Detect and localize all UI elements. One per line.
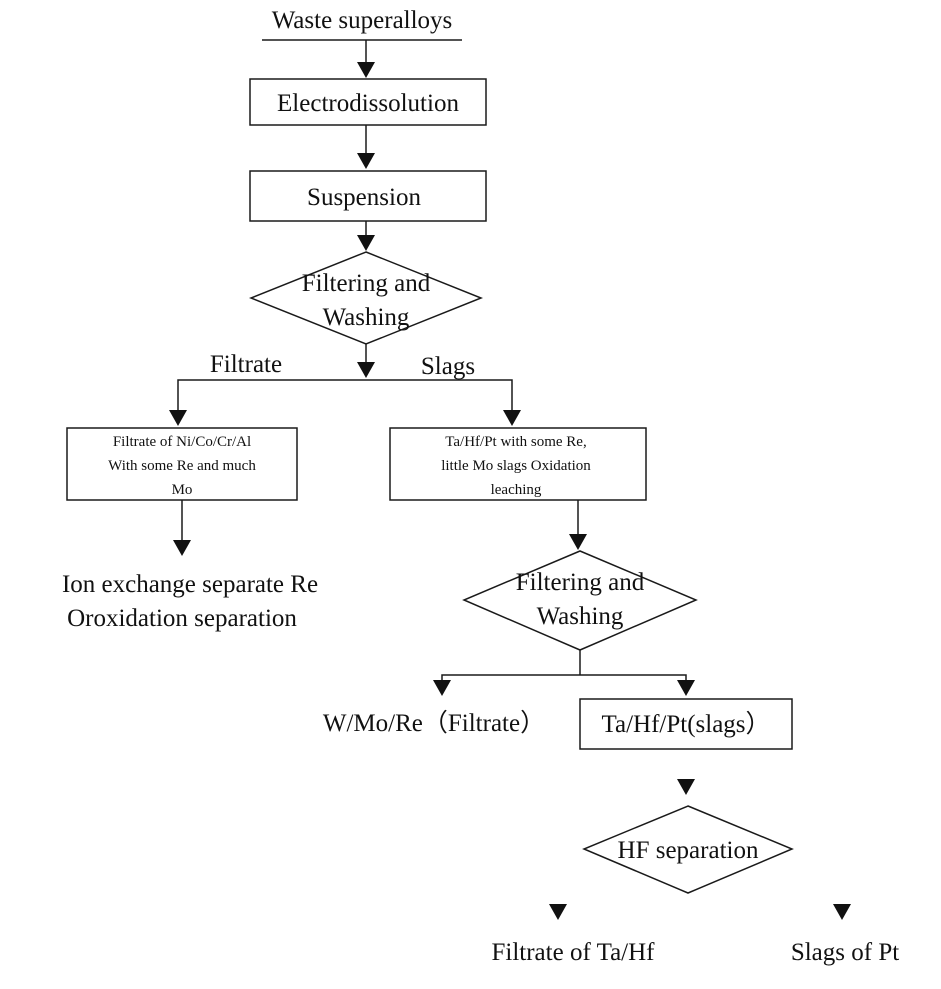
electrodissolution-box xyxy=(249,78,487,126)
filtrate-branch-label: Filtrate xyxy=(210,351,282,378)
ion-exchange-line1: Ion exchange separate Re xyxy=(62,571,318,598)
wmore-filtrate-label: W/Mo/Re（Filtrate） xyxy=(323,709,545,737)
waste-superalloys-label: Waste superalloys xyxy=(272,7,453,34)
filtrate-box-line1: Filtrate of Ni/Co/Cr/Al xyxy=(113,434,251,450)
filtrate-tahf-label: Filtrate of Ta/Hf xyxy=(491,939,655,966)
tahfpt-slags-label: Ta/Hf/Pt(slags） xyxy=(601,710,770,738)
arrow-to-slag-box xyxy=(503,410,521,426)
filtering-washing-1-line2: Washing xyxy=(323,304,410,331)
slags-branch-label: Slags xyxy=(421,353,475,380)
split-branch-line xyxy=(177,379,513,410)
arrow-to-filtrate-box xyxy=(169,410,187,426)
filtrate-box-line2: With some Re and much xyxy=(108,458,256,474)
slag-oxidation-box xyxy=(389,427,647,501)
suspension-label: Suspension xyxy=(307,184,421,211)
arrow-to-hf-separation xyxy=(677,779,695,795)
arrow-filter1-to-split xyxy=(357,344,375,378)
arrow-to-wmore-filtrate xyxy=(433,680,451,696)
arrow-to-tahfpt-slags xyxy=(677,680,695,696)
filtering-washing-diamond-2 xyxy=(462,550,698,651)
slag-box-line2: little Mo slags Oxidation xyxy=(441,458,591,474)
filtrate-box xyxy=(66,427,298,501)
arrow-suspension-to-filter1 xyxy=(357,221,375,251)
electrodissolution-label: Electrodissolution xyxy=(277,90,459,117)
slag-box-line1: Ta/Hf/Pt with some Re, xyxy=(445,434,586,450)
slags-pt-label: Slags of Pt xyxy=(791,939,899,966)
hf-separation-label: HF separation xyxy=(618,837,759,864)
tahfpt-slags-box xyxy=(579,698,793,750)
arrow-slag-to-filter2 xyxy=(569,500,587,550)
slag-box-line3: leaching xyxy=(491,482,542,498)
filtrate-box-line3: Mo xyxy=(172,482,193,498)
arrow-title-to-electro xyxy=(357,40,375,78)
hf-separation-diamond xyxy=(582,805,794,894)
suspension-box xyxy=(249,170,487,222)
filtering-washing-1-line1: Filtering and xyxy=(302,270,431,297)
arrow-to-filtrate-tahf xyxy=(549,904,567,920)
arrow-to-slags-pt xyxy=(833,904,851,920)
split2-horizontal xyxy=(441,674,687,680)
arrow-electro-to-suspension xyxy=(357,125,375,169)
filtering-washing-2-line1: Filtering and xyxy=(516,569,645,596)
filtering-washing-2-line2: Washing xyxy=(537,603,624,630)
arrow-filtrate-to-ion-exchange xyxy=(173,500,191,556)
ion-exchange-line2: Oroxidation separation xyxy=(67,605,297,632)
